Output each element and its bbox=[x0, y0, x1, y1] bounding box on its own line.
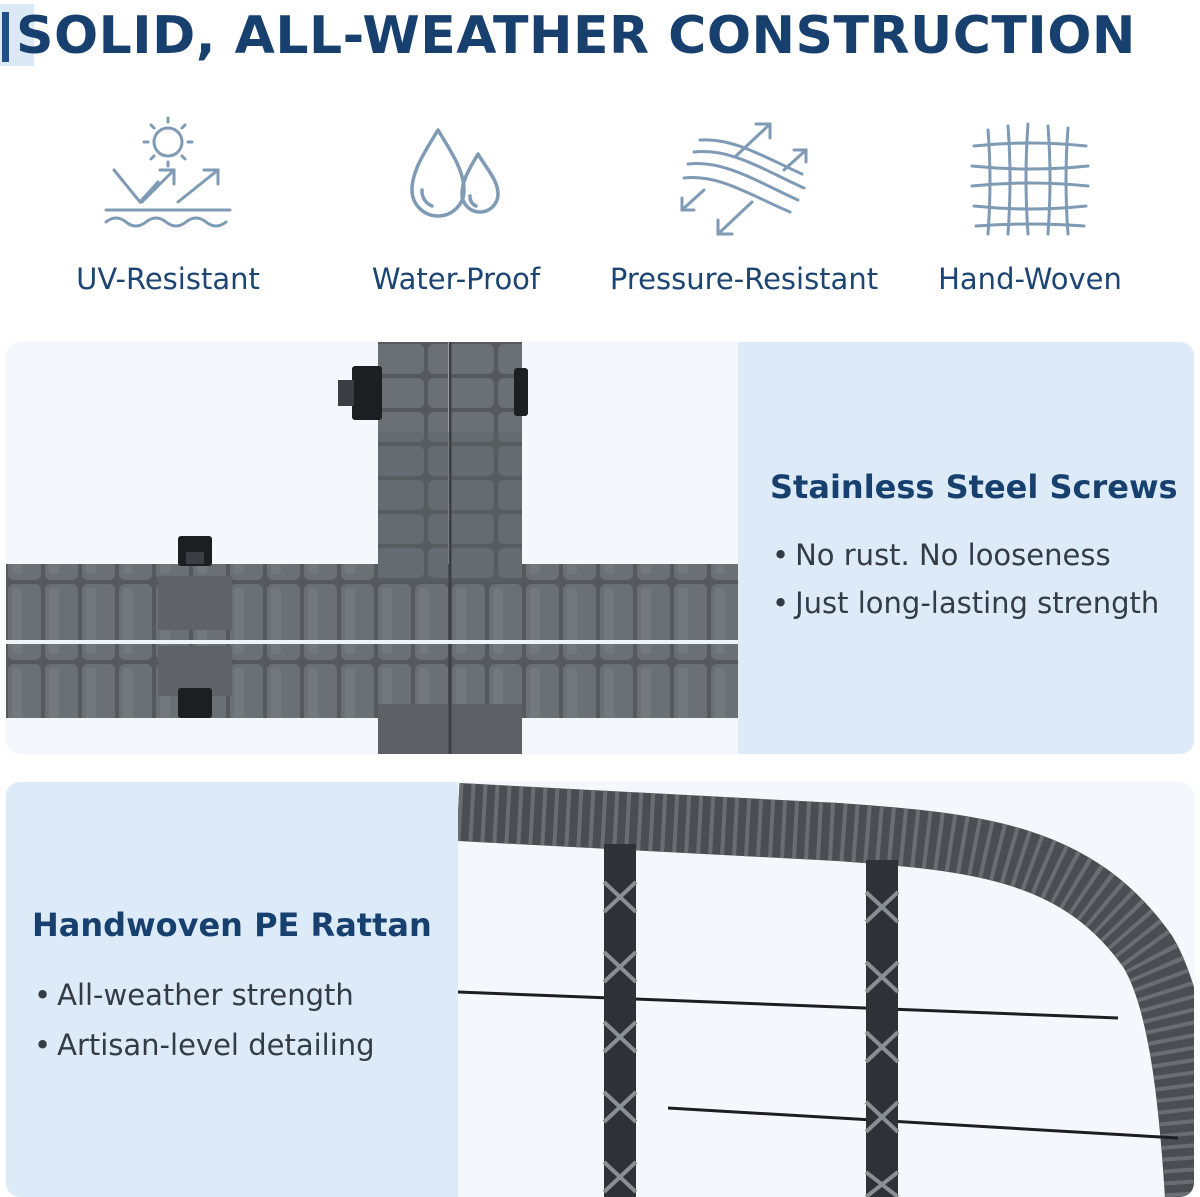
weave-grid-icon bbox=[970, 122, 1090, 236]
rattan-panel: Handwoven PE Rattan All-weather strength… bbox=[6, 782, 1194, 1197]
rattan-chair-back-illustration bbox=[456, 783, 1194, 1197]
rattan-bullet: All-weather strength bbox=[34, 978, 354, 1012]
feature-water-proof: Water-Proof bbox=[306, 110, 606, 310]
pressure-arrows-icon bbox=[680, 122, 808, 236]
screws-heading: Stainless Steel Screws bbox=[770, 468, 1178, 506]
title-banner: SOLID, ALL-WEATHER CONSTRUCTION bbox=[0, 0, 1200, 72]
feature-pressure-resistant: Pressure-Resistant bbox=[594, 110, 894, 310]
page-title: SOLID, ALL-WEATHER CONSTRUCTION bbox=[16, 6, 1136, 66]
screws-bullet: No rust. No looseness bbox=[772, 538, 1110, 572]
title-accent-bar bbox=[0, 4, 34, 66]
rattan-photo bbox=[456, 782, 1194, 1197]
feature-hand-woven: Hand-Woven bbox=[880, 110, 1180, 310]
screws-bullet: Just long-lasting strength bbox=[772, 586, 1159, 620]
feature-label: Pressure-Resistant bbox=[609, 262, 879, 296]
rattan-textbox: Handwoven PE Rattan All-weather strength… bbox=[6, 782, 458, 1197]
feature-label: Hand-Woven bbox=[938, 262, 1122, 296]
screws-panel: Stainless Steel Screws No rust. No loose… bbox=[6, 342, 1194, 754]
water-drops-icon bbox=[410, 128, 500, 218]
feature-label: Water-Proof bbox=[371, 262, 541, 296]
rattan-frame-joint-illustration bbox=[6, 342, 738, 754]
feature-uv-resistant: UV-Resistant bbox=[18, 110, 318, 310]
rattan-bullet: Artisan-level detailing bbox=[34, 1028, 374, 1062]
uv-resistant-icon bbox=[104, 116, 232, 228]
screws-textbox: Stainless Steel Screws No rust. No loose… bbox=[738, 342, 1194, 754]
screws-photo bbox=[6, 342, 738, 754]
feature-label: UV-Resistant bbox=[76, 262, 260, 296]
rattan-heading: Handwoven PE Rattan bbox=[32, 906, 432, 944]
title-accent-stripe bbox=[2, 12, 9, 62]
